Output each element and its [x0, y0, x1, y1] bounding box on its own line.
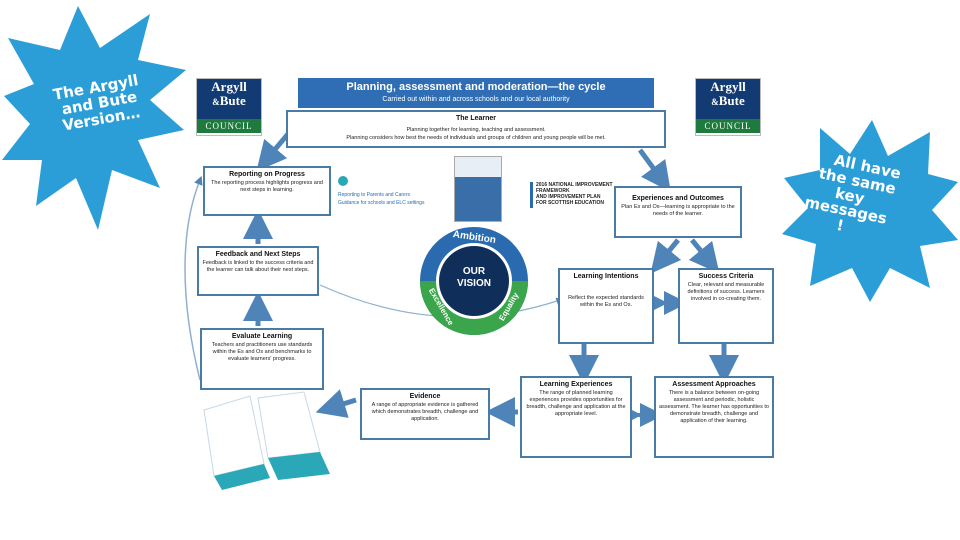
experiences-box: Experiences and Outcomes Plan Es and Os—… [614, 186, 742, 238]
logo-council: COUNCIL [197, 119, 261, 133]
evaluate-body: Teachers and practitioners use standards… [211, 342, 313, 362]
logo-line: Argyll [211, 79, 247, 94]
experiences-heading: Experiences and Outcomes [632, 195, 724, 202]
reference-line: Guidance for schools and ELC settings [338, 200, 425, 206]
arrow-experiences-to-intentions [650, 238, 682, 274]
book-cover-top [455, 157, 501, 177]
arrow-learner-to-experiences [637, 148, 671, 193]
logo-line: Argyll [710, 79, 746, 94]
guidance-booklet-left [203, 395, 265, 477]
feedback-heading: Feedback and Next Steps [215, 251, 301, 258]
logo-line-2: Bute [718, 93, 745, 108]
evaluate-box: Evaluate Learning Teachers and practitio… [200, 328, 324, 390]
diagram-subtitle: Carried out within and across schools an… [382, 96, 570, 103]
evidence-heading: Evidence [409, 393, 441, 400]
guidance-booklet-right [257, 391, 321, 459]
reference-line: AND IMPROVEMENT PLAN [536, 194, 601, 200]
curriculum-book-cover [454, 156, 502, 222]
council-logo-left: Argyll&Bute COUNCIL [196, 78, 262, 136]
intentions-body: Reflect the expected standards within th… [568, 295, 644, 308]
booklet-teal-band [214, 464, 270, 490]
criteria-box: Success Criteria Clear, relevant and mea… [678, 268, 774, 344]
experiences-body: Plan Es and Os—learning is appropriate t… [621, 204, 735, 217]
logo-amp: & [212, 97, 220, 107]
council-logo-right: Argyll&Bute COUNCIL [695, 78, 761, 136]
feedback-body: Feedback is linked to the success criter… [202, 260, 314, 273]
starburst-right [782, 120, 958, 302]
reference-line: FOR SCOTTISH EDUCATION [536, 200, 604, 206]
reference-line: Reporting to Parents and Carers [338, 192, 410, 198]
logo-council: COUNCIL [696, 119, 760, 133]
learning-experiences-heading: Learning Experiences [539, 381, 613, 388]
evidence-box: Evidence A range of appropriate evidence… [360, 388, 490, 440]
booklet-teal-band [268, 452, 330, 480]
logo-line: &Bute [197, 94, 261, 109]
reference-logo-icon [338, 176, 348, 186]
vision-label: OUR VISION [457, 266, 491, 289]
logo-line: &Bute [696, 94, 760, 109]
reporting-box: Reporting on Progress The reporting proc… [203, 166, 331, 216]
arrow-learner-to-reporting [256, 132, 290, 172]
evidence-body: A range of appropriate evidence is gathe… [371, 402, 479, 422]
evaluate-heading: Evaluate Learning [231, 333, 293, 340]
learning-experiences-body: The range of planned learning experience… [526, 390, 626, 417]
learner-box: The Learner Planning together for learni… [286, 110, 666, 148]
reporting-body: The reporting process highlights progres… [211, 180, 323, 193]
learner-line: Planning considers how best the needs of… [346, 135, 606, 141]
reference-line: 2016 NATIONAL IMPROVEMENT [536, 182, 613, 188]
learner-line: Planning together for learning, teaching… [406, 127, 546, 133]
arrow-experiences-to-criteria [688, 238, 720, 274]
reporting-heading: Reporting on Progress [229, 171, 305, 178]
assessment-body: There is a balance between on-going asse… [659, 390, 769, 424]
intentions-box: Learning Intentions Reflect the expected… [558, 268, 654, 344]
diagram-title: Planning, assessment and moderation—the … [346, 81, 606, 93]
logo-amp: & [711, 97, 719, 107]
starburst-left [2, 6, 186, 230]
intentions-heading: Learning Intentions [573, 273, 639, 280]
arrow-evidence-to-evaluate [315, 389, 357, 418]
assessment-box: Assessment Approaches There is a balance… [654, 376, 774, 458]
vision-center [439, 246, 509, 316]
feedback-loop-line [184, 175, 203, 381]
criteria-body: Clear, relevant and measurable definitio… [687, 282, 765, 302]
learning-experiences-box: Learning Experiences The range of planne… [520, 376, 632, 458]
reference-line: FRAMEWORK [536, 188, 570, 194]
diagram-title-bar: Planning, assessment and moderation—the … [298, 78, 654, 108]
logo-line-2: Bute [219, 93, 246, 108]
learner-heading: The Learner [455, 115, 497, 122]
vision-ring: Ambition Excellence Equality [420, 227, 528, 335]
criteria-heading: Success Criteria [698, 273, 754, 280]
feedback-box: Feedback and Next Steps Feedback is link… [197, 246, 319, 296]
reference-bar-icon [530, 182, 533, 208]
assessment-heading: Assessment Approaches [672, 381, 756, 388]
